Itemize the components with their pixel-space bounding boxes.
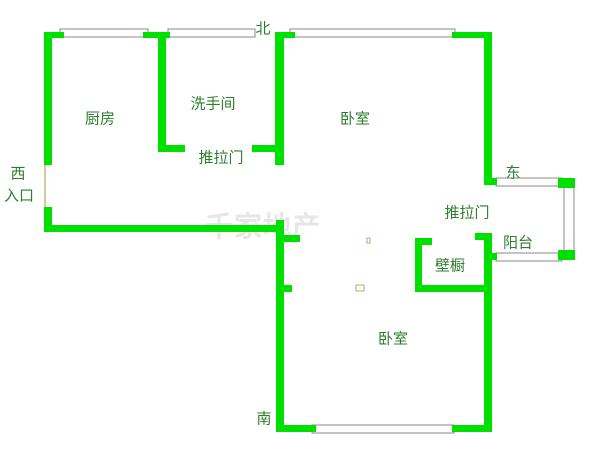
window-bedroom-south (311, 424, 455, 434)
wall (44, 32, 64, 38)
room-label-bathroom: 洗手间 (190, 94, 236, 113)
wall (276, 220, 284, 432)
wall (276, 285, 292, 292)
wall (484, 233, 492, 432)
wall (276, 425, 316, 432)
wall (158, 145, 185, 152)
wall (558, 250, 575, 260)
wall (452, 425, 492, 432)
window-bedroom-north (289, 28, 456, 38)
column-marker (355, 284, 365, 292)
wall (415, 238, 422, 292)
wall (276, 235, 300, 242)
wall (275, 32, 295, 38)
room-label-bedroom-south: 卧室 (377, 329, 409, 348)
wall (252, 145, 284, 152)
wall (44, 225, 284, 232)
window-kitchen (59, 28, 149, 38)
direction-east: 东 (505, 163, 521, 182)
door-label-balcony-sliding: 推拉门 (444, 203, 490, 222)
wall (44, 32, 52, 165)
room-label-balcony: 阳台 (502, 233, 534, 252)
window-bathroom (167, 28, 256, 38)
wall (415, 285, 492, 292)
wall (143, 32, 170, 38)
walls (44, 32, 575, 432)
room-label-closet: 壁橱 (434, 256, 466, 275)
door-label-bath-sliding: 推拉门 (198, 148, 244, 167)
window-balcony-bottom (495, 252, 563, 262)
direction-north: 北 (255, 19, 271, 38)
direction-south: 南 (256, 409, 272, 428)
wall (44, 207, 52, 232)
window-balcony-side (563, 185, 575, 253)
wall (475, 233, 492, 240)
wall (415, 238, 432, 245)
room-label-bedroom-north: 卧室 (339, 109, 371, 128)
wall (452, 32, 492, 38)
wall (484, 178, 497, 185)
wall (484, 32, 492, 185)
column-marker (366, 237, 371, 244)
wall (275, 32, 284, 165)
wall (158, 32, 166, 152)
wall (558, 178, 575, 188)
room-label-kitchen: 厨房 (84, 109, 116, 128)
entrance-label: 入口 (3, 186, 35, 205)
direction-west: 西 (10, 164, 26, 183)
